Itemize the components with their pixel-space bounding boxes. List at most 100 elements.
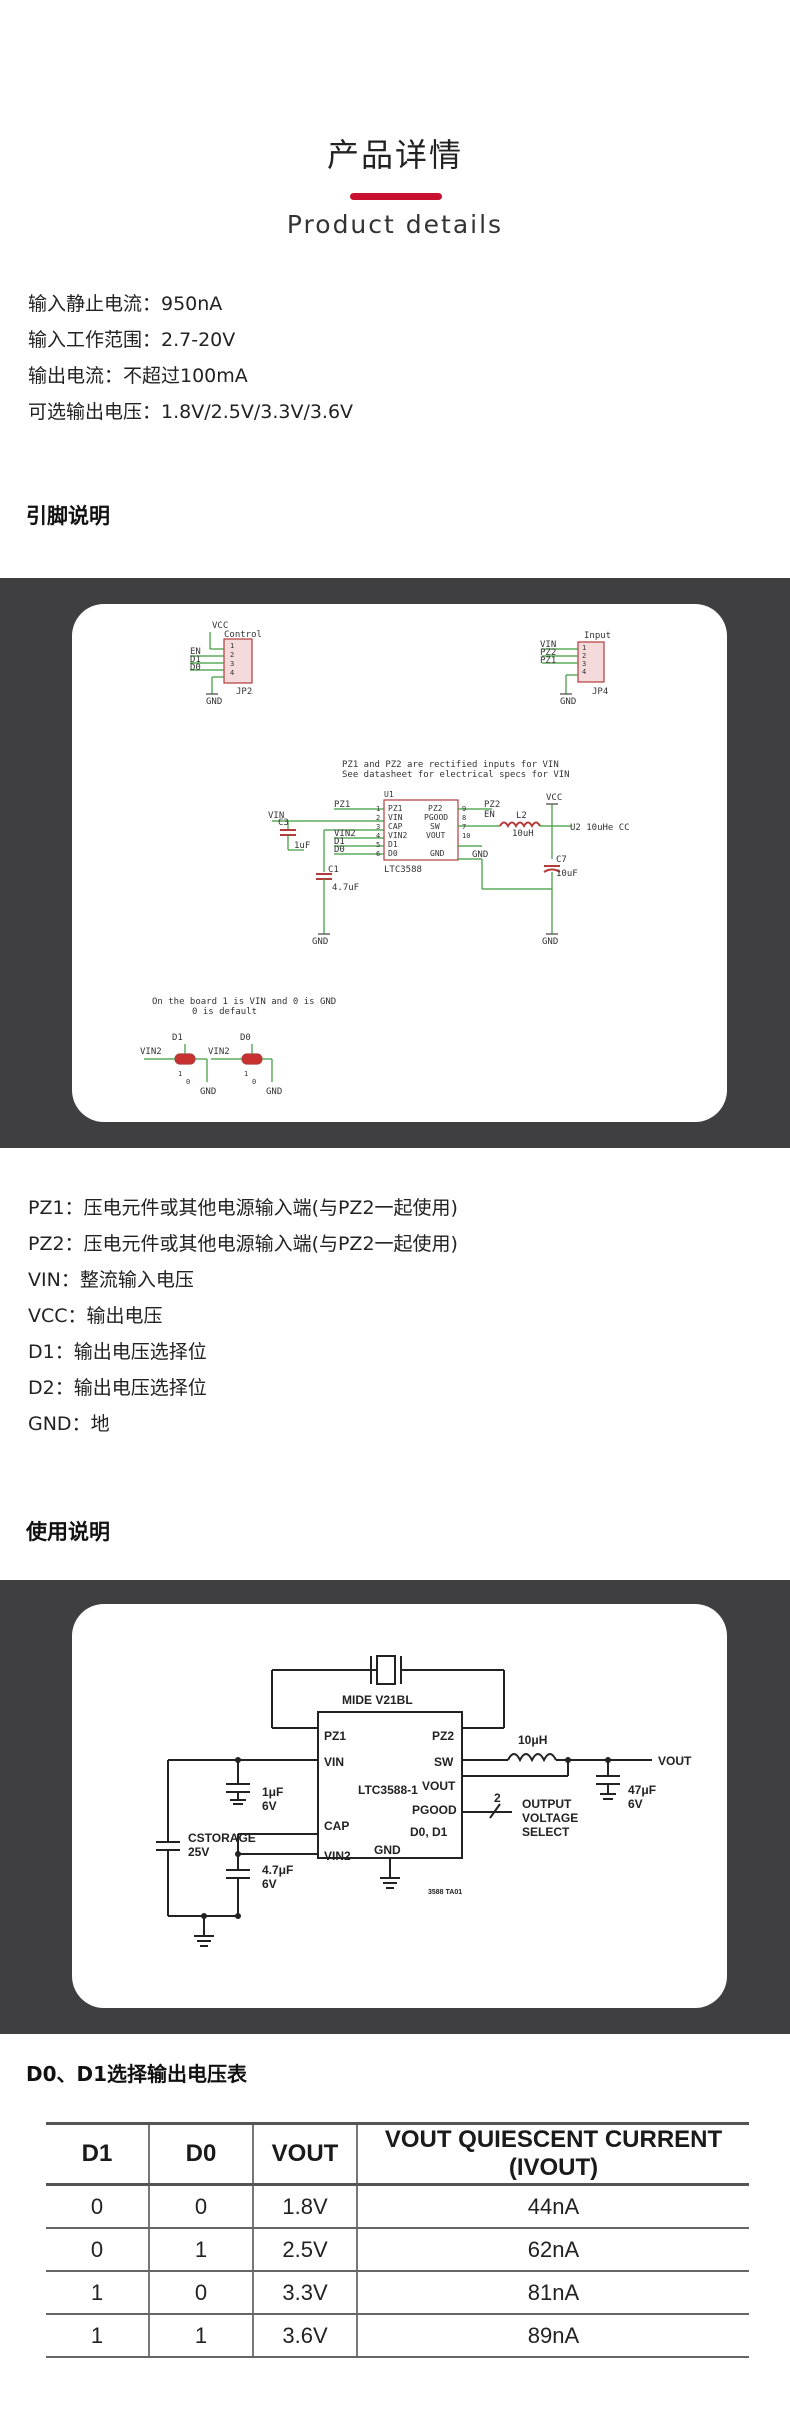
ic-pin-pz1: PZ1: [324, 1729, 346, 1743]
note-default: 0 is default: [192, 1007, 257, 1017]
col-d0: D0: [148, 2122, 253, 2186]
ic-pin-vin2: VIN2: [324, 1849, 351, 1863]
usage-schematic: MIDE V21BL PZ1 VIN CAP VIN2 PZ2 SW VOUT …: [156, 1655, 692, 1947]
jp4-pin-pz2: PZ2: [540, 648, 556, 658]
col-quiescent-current: VOUT QUIESCENT CURRENT (IVOUT): [356, 2122, 749, 2186]
c7-ref: C7: [556, 855, 567, 865]
jp2-num-4: 4: [230, 669, 234, 677]
label-vin2: VIN2: [334, 829, 356, 839]
table-row: 1 1 3.6V 89nA: [46, 2314, 749, 2358]
ic-num-3: 3: [376, 823, 380, 831]
cvin2-value: 4.7μF: [262, 1863, 293, 1877]
ic-pin-pz2: PZ2: [428, 804, 443, 813]
label-pz1: PZ1: [334, 800, 350, 810]
jp2-num-2: 2: [230, 651, 234, 659]
inductor-ref: L2: [516, 811, 527, 821]
ic-name: LTC3588-1: [358, 1783, 418, 1797]
cell-current: 62nA: [356, 2228, 749, 2272]
ic-pin-cap: CAP: [388, 822, 403, 831]
ic-num-1: 1: [376, 805, 380, 813]
vout-label: VOUT: [658, 1754, 692, 1768]
title-underline: [350, 193, 442, 200]
cell-current: 89nA: [356, 2314, 749, 2358]
cell-vout: 3.3V: [252, 2271, 357, 2315]
jp4-gnd: GND: [560, 697, 576, 707]
table-row: 0 0 1.8V 44nA: [46, 2184, 749, 2229]
ic-pin-d1: D1: [388, 840, 398, 849]
jp2-ref: JP2: [236, 687, 252, 697]
table-header-row: D1 D0 VOUT VOUT QUIESCENT CURRENT (IVOUT…: [46, 2122, 749, 2186]
jp4-pin-pz1: PZ1: [540, 656, 556, 666]
cell-current: 44nA: [356, 2184, 749, 2229]
inductor-value: 10uH: [512, 829, 534, 839]
label-gnd: GND: [472, 850, 488, 860]
c1-gnd: GND: [312, 937, 328, 947]
cell-d1: 1: [46, 2271, 149, 2315]
jp4-pin-vin: VIN: [540, 640, 556, 650]
cstorage-label: CSTORAGE: [188, 1831, 256, 1845]
pin-item: D1：输出电压选择位: [28, 1341, 207, 1363]
label-vin: VIN: [268, 811, 284, 821]
note-rectified: PZ1 and PZ2 are rectified inputs for VIN: [342, 760, 559, 770]
cell-current: 81nA: [356, 2271, 749, 2315]
cell-vout: 3.6V: [252, 2314, 357, 2358]
ic-name: LTC3588: [384, 865, 422, 875]
ic-num-7: 7: [462, 823, 466, 831]
jumper-d1-a: 1: [178, 1070, 182, 1078]
ic-pin-d0: D0: [388, 849, 398, 858]
usage-schematic-card: MIDE V21BL PZ1 VIN CAP VIN2 PZ2 SW VOUT …: [72, 1604, 727, 2008]
ic-pin-gnd: GND: [430, 849, 445, 858]
label-pz2: PZ2: [484, 800, 500, 810]
jp2-pin-d1: D1: [190, 655, 201, 665]
jp2-vcc-label: VCC: [212, 621, 228, 631]
jumper-d0-a: 1: [244, 1070, 248, 1078]
jumper-d0-gnd: GND: [266, 1087, 282, 1097]
jumper-d0-label: D0: [240, 1033, 251, 1043]
ic-pin-gnd: GND: [374, 1843, 401, 1857]
cout-value: 47μF: [628, 1783, 656, 1797]
label-d1: D1: [334, 837, 345, 847]
cstorage-voltage: 25V: [188, 1845, 209, 1859]
ic-pin-vin: VIN: [324, 1755, 344, 1769]
cell-vout: 1.8V: [252, 2184, 357, 2229]
cell-d1: 1: [46, 2314, 149, 2358]
jumper-d1-gnd: GND: [200, 1087, 216, 1097]
pin-item: VIN：整流输入电压: [28, 1269, 194, 1291]
select-text-2: VOLTAGE: [522, 1811, 578, 1825]
c1-value: 4.7uF: [332, 883, 359, 893]
ic-num-8: 8: [462, 814, 466, 822]
page-title: 产品详情: [326, 136, 463, 174]
jumper-d1-label: D1: [172, 1033, 183, 1043]
col-d1: D1: [46, 2122, 149, 2186]
cell-d0: 1: [148, 2228, 253, 2272]
jp4-num-1: 1: [582, 644, 586, 652]
jp4-ref: JP4: [592, 687, 608, 697]
jp2-gnd: GND: [206, 697, 222, 707]
jp2-num-1: 1: [230, 642, 234, 650]
jp2-pin-en: EN: [190, 647, 201, 657]
jp2-name: Control: [224, 630, 262, 640]
c7-gnd: GND: [542, 937, 558, 947]
select-bits: 2: [494, 1791, 501, 1805]
table-row: 0 1 2.5V 62nA: [46, 2228, 749, 2272]
jp4-num-2: 2: [582, 652, 586, 660]
inductor-value: 10μH: [518, 1733, 547, 1747]
pins-schematic-card: VCC Control EN D1 D0 1 2 3 4 GND JP2 Inp…: [72, 604, 727, 1122]
voltage-table: D1 D0 VOUT VOUT QUIESCENT CURRENT (IVOUT…: [46, 2122, 749, 2358]
spec-item: 可选输出电压：1.8V/2.5V/3.3V/3.6V: [28, 401, 354, 423]
ic-pin-pgood: PGOOD: [424, 813, 448, 822]
c3-value: 1uF: [294, 841, 310, 851]
cout-voltage: 6V: [628, 1797, 643, 1811]
ic-pin-vin2: VIN2: [388, 831, 407, 840]
jp4-num-4: 4: [582, 668, 586, 676]
jumper-d0-b: 0: [252, 1078, 256, 1086]
pin-item: D2：输出电压选择位: [28, 1377, 207, 1399]
jp2-pin-d0: D0: [190, 663, 201, 673]
jp4-num-3: 3: [582, 660, 586, 668]
spec-item: 输入静止电流：950nA: [28, 293, 223, 315]
pin-item: PZ2：压电元件或其他电源输入端(与PZ2一起使用): [28, 1233, 458, 1255]
ic-pin-cap: CAP: [324, 1819, 349, 1833]
select-text-3: SELECT: [522, 1825, 570, 1839]
label-vcc: VCC: [546, 793, 562, 803]
cell-d0: 0: [148, 2184, 253, 2229]
